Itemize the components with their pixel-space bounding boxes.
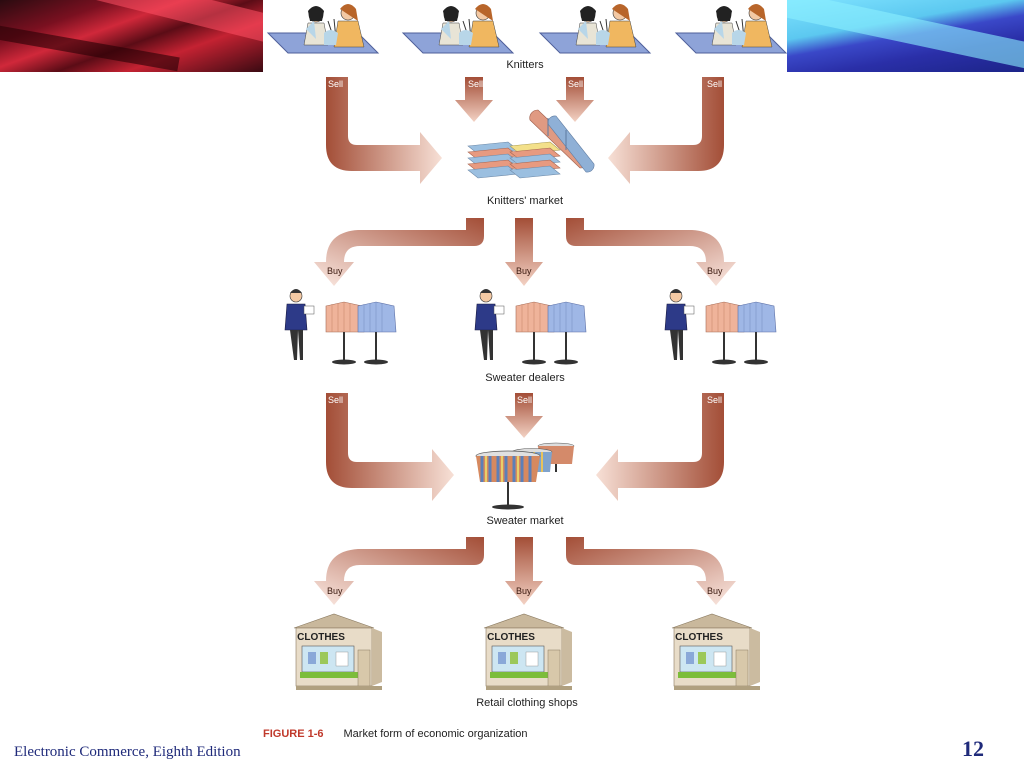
fabric-stack-icon	[467, 109, 595, 179]
buy-label-1c: Buy	[707, 266, 723, 276]
shop-sign-3: CLOTHES	[675, 632, 723, 643]
buy-label-1b: Buy	[516, 266, 532, 276]
figure-caption: FIGURE 1-6 Market form of economic organi…	[263, 728, 528, 740]
figure-number: FIGURE 1-6	[263, 728, 324, 740]
shop-icon-3	[671, 613, 761, 691]
sell-arrow-down-2	[505, 393, 543, 438]
sell-arrow-left-2	[326, 393, 454, 501]
header-decoration-left	[0, 0, 263, 72]
sell-arrow-down-1a	[455, 77, 493, 122]
knitter-icon-2	[402, 3, 514, 54]
label-sweater-market: Sweater market	[486, 515, 563, 527]
figure-title: Market form of economic organization	[343, 728, 528, 740]
buy-arrow-right-2	[566, 537, 736, 605]
buy-arrow-left-1	[314, 218, 484, 286]
label-retail-shops: Retail clothing shops	[476, 697, 578, 709]
page-number: 12	[962, 736, 984, 761]
sell-label-1b: Sell	[468, 79, 483, 89]
footer-title: Electronic Commerce, Eighth Edition	[14, 744, 241, 760]
label-knitters-market: Knitters' market	[487, 195, 563, 207]
knitter-icon-4	[675, 3, 787, 54]
buy-label-2b: Buy	[516, 586, 532, 596]
buy-label-2a: Buy	[327, 586, 343, 596]
buy-label-2c: Buy	[707, 586, 723, 596]
sell-label-2c: Sell	[707, 395, 722, 405]
dealer-icon-3	[664, 288, 777, 366]
sell-label-2a: Sell	[328, 395, 343, 405]
knitter-icon-1	[267, 3, 379, 54]
dealer-icon-1	[284, 288, 397, 366]
buy-arrow-down-2	[505, 537, 543, 605]
knitter-icon-3	[539, 3, 651, 54]
sell-arrow-left-1	[326, 77, 442, 184]
buy-arrow-right-1	[566, 218, 736, 286]
buy-arrow-down-1	[505, 218, 543, 286]
sell-label-1c: Sell	[568, 79, 583, 89]
clothing-rack-icon	[475, 442, 575, 510]
shop-sign-2: CLOTHES	[487, 632, 535, 643]
sell-label-1d: Sell	[707, 79, 722, 89]
shop-icon-2	[483, 613, 573, 691]
sell-arrow-right-2	[596, 393, 724, 501]
sell-label-2b: Sell	[517, 395, 532, 405]
sell-arrow-down-1b	[556, 77, 594, 122]
header-decoration-right	[787, 0, 1024, 72]
label-knitters: Knitters	[506, 59, 544, 71]
buy-label-1a: Buy	[327, 266, 343, 276]
label-sweater-dealers: Sweater dealers	[485, 372, 565, 384]
shop-icon-1	[293, 613, 383, 691]
sell-arrow-right-1	[608, 77, 724, 184]
sell-label-1a: Sell	[328, 79, 343, 89]
shop-sign-1: CLOTHES	[297, 632, 345, 643]
buy-arrow-left-2	[314, 537, 484, 605]
dealer-icon-2	[474, 288, 587, 366]
